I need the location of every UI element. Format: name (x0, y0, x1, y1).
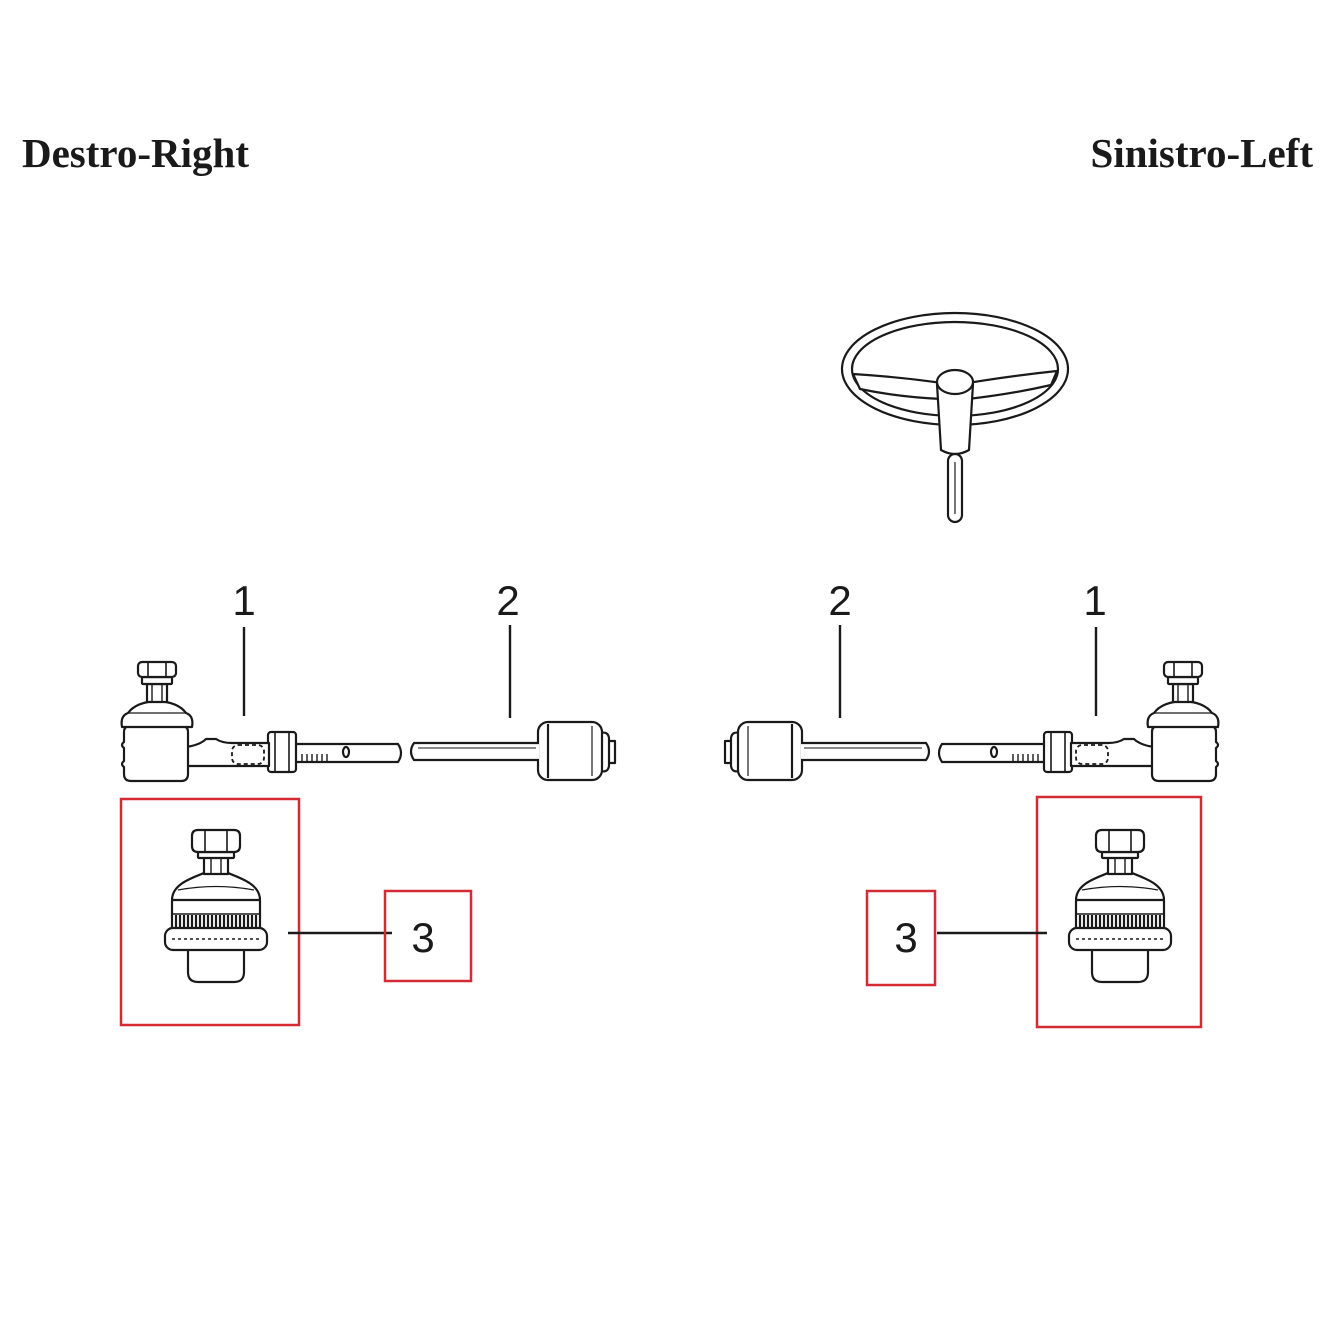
dust-boot (120, 699, 194, 729)
tie-rod-end-arm (184, 737, 271, 768)
lock-nut (266, 730, 298, 774)
heading-sinistro-left: Sinistro-Left (1091, 130, 1314, 176)
ball-joint-sinistro (1067, 828, 1173, 984)
steering-wheel-spoke-left (851, 372, 944, 401)
callout-1-sinistro: 1 (1083, 577, 1106, 624)
tie-rod-assembly-destro (120, 660, 617, 783)
callout-2-destro: 2 (496, 577, 519, 624)
stud-nut (136, 660, 178, 679)
steering-wheel (840, 311, 1070, 524)
callout-3-destro: 3 (411, 914, 434, 961)
steering-hub (935, 368, 975, 396)
inner-axial-joint (536, 720, 617, 782)
highlight-box-callout-3-destro (383, 889, 473, 983)
heading-destro-right: Destro-Right (22, 130, 249, 176)
tie-rod (409, 741, 539, 762)
tie-rod-end-head (120, 660, 194, 783)
callout-2-sinistro: 2 (828, 577, 851, 624)
highlight-box-ball-joint-destro (119, 797, 301, 1027)
callout-1-destro: 1 (232, 577, 255, 624)
callout-3-sinistro: 3 (894, 914, 917, 961)
ball-joint-destro (163, 828, 269, 984)
socket-housing (120, 724, 190, 783)
ball-stud (145, 682, 169, 704)
highlight-box-callout-3-sinistro (865, 889, 937, 987)
steering-wheel-spoke-right (966, 369, 1059, 401)
highlight-box-ball-joint-sinistro (1035, 795, 1203, 1029)
tie-rod-assembly-sinistro (723, 660, 1220, 783)
threaded-rod (294, 742, 403, 764)
